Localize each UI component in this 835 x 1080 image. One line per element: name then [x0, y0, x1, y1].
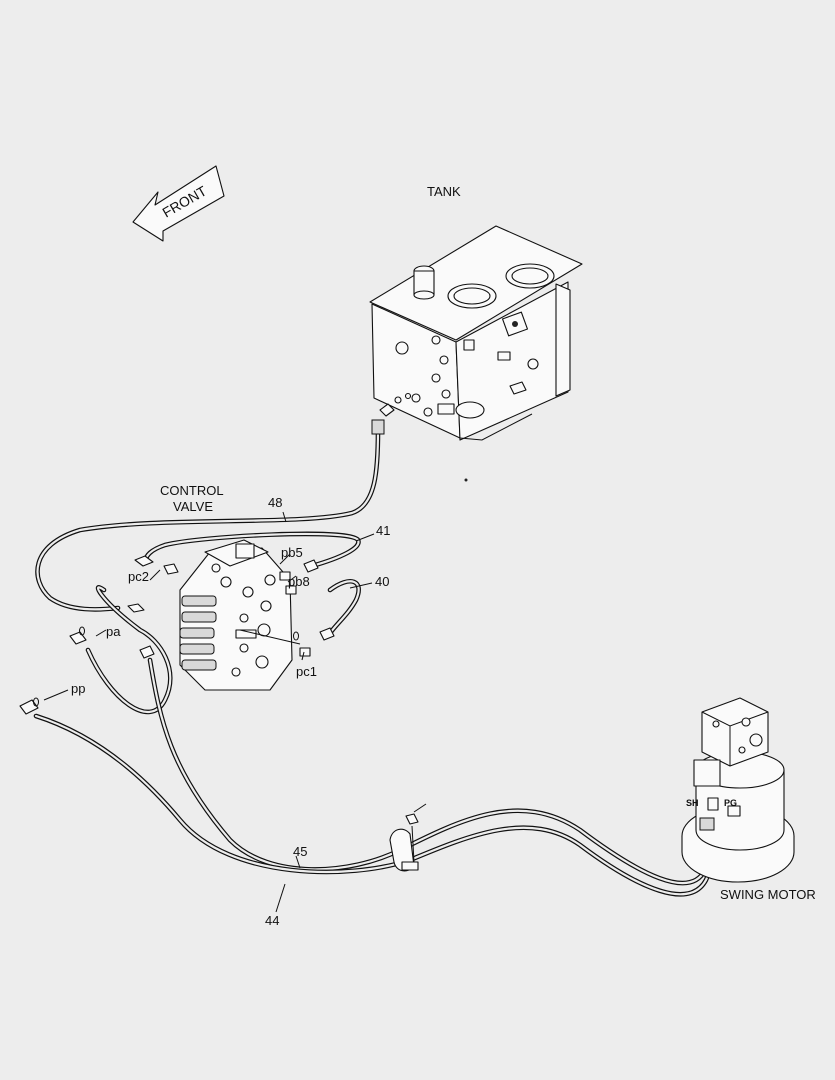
port-pb8-label: pb8 — [288, 574, 310, 589]
control-valve — [19, 539, 335, 715]
port-pc1-label: pc1 — [296, 664, 317, 679]
hose-48-label: 48 — [268, 495, 282, 510]
tank-label: TANK — [427, 184, 461, 199]
hydraulic-tank — [369, 225, 583, 482]
hose-clamp — [389, 803, 427, 872]
swing-motor — [681, 697, 795, 883]
swing-motor-label: SWING MOTOR — [720, 887, 816, 902]
port-pg-label: PG — [724, 798, 737, 808]
port-pp-label: pp — [71, 681, 85, 696]
port-pc2-label: pc2 — [128, 569, 149, 584]
hose-45-label: 45 — [293, 844, 307, 859]
control-valve-label-line2: VALVE — [173, 499, 213, 514]
hose-44-label: 44 — [265, 913, 279, 928]
control-valve-label-line1: CONTROL — [160, 483, 224, 498]
hose-44 — [33, 713, 714, 897]
port-pb5-label: pb5 — [281, 545, 303, 560]
hose-41 — [143, 531, 361, 569]
front-direction-arrow: FRONT — [132, 165, 225, 242]
hose-40 — [325, 579, 361, 639]
hoses — [33, 419, 717, 897]
port-sh-label: SH — [686, 798, 699, 808]
hose-45 — [147, 657, 717, 886]
hose-40-label: 40 — [375, 574, 389, 589]
hose-48 — [35, 419, 385, 612]
port-pa-label: pa — [106, 624, 121, 639]
hose-41-label: 41 — [376, 523, 390, 538]
hose-pa-loop — [85, 585, 173, 715]
leader-lines — [43, 511, 375, 913]
